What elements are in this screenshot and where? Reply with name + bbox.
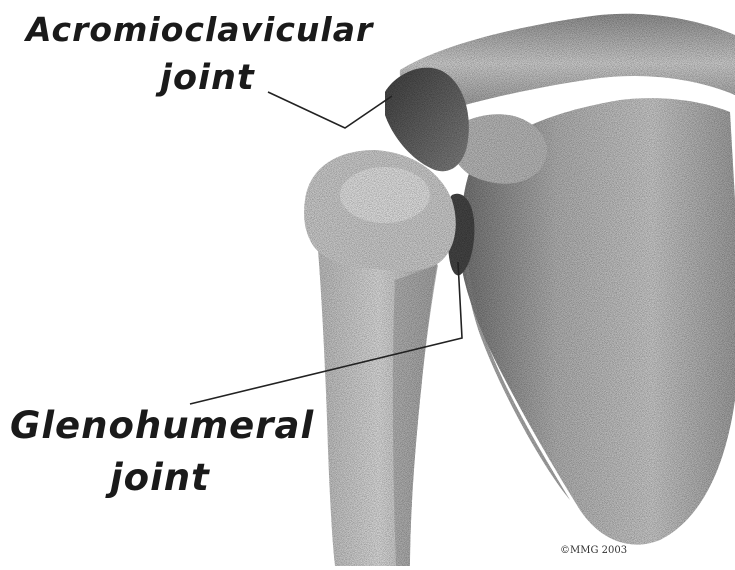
humerus-shaft-shadow xyxy=(393,265,438,566)
acromioclavicular-leader-line xyxy=(268,92,392,128)
copyright-notice: ©MMG 2003 xyxy=(560,545,627,556)
glenohumeral-label-joint: joint xyxy=(110,456,210,499)
acromioclavicular-label-joint: joint xyxy=(160,58,255,98)
acromioclavicular-label: Acromioclavicular xyxy=(26,10,373,49)
glenohumeral-label: Glenohumeral xyxy=(10,404,314,447)
humeral-head-highlight xyxy=(340,167,430,223)
